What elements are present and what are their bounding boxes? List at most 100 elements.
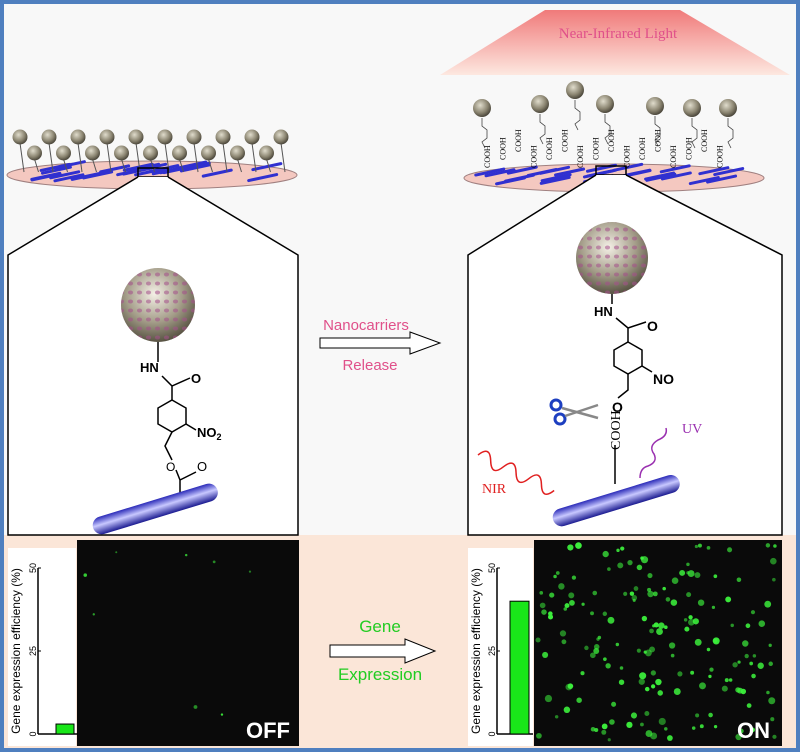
fluorescent-cell [663, 625, 668, 630]
fluorescent-cell [220, 713, 224, 716]
fluorescent-cell [730, 623, 734, 628]
fluorescent-cell [539, 602, 546, 609]
fluorescent-cell [728, 678, 733, 682]
y-tick-label: 25 [487, 646, 497, 656]
fluorescent-cell [727, 547, 733, 553]
nanocarrier [683, 99, 701, 117]
nanorod [612, 162, 644, 172]
fluorescent-cell [658, 717, 666, 726]
fluorescent-cell [694, 572, 701, 579]
fluorescent-cell [558, 583, 565, 590]
nanocarriers-released [473, 81, 737, 149]
nanorod [645, 172, 677, 182]
fluorescent-cell [647, 587, 652, 592]
fluorescent-cell [751, 673, 756, 679]
nanorod [179, 163, 211, 173]
fluorescent-cell [647, 590, 654, 598]
fluorescent-cell [686, 562, 690, 567]
fluorescent-cell [667, 735, 673, 741]
fluorescent-cell [712, 637, 720, 645]
nanorod [506, 165, 538, 175]
nanocarrier [273, 129, 289, 145]
cooh-group: COOH [576, 145, 585, 168]
fluorescent-cell [627, 559, 633, 566]
fluorescent-cell [115, 551, 118, 554]
cooh-group: COOH [514, 129, 523, 152]
fluorescent-cell [607, 616, 615, 624]
fluorescent-cell [593, 644, 600, 650]
caged-molecule-left: HN O NO2 O O [92, 268, 222, 535]
fluorescent-cell [548, 611, 553, 616]
fluorescent-cell [636, 564, 643, 571]
nanocarrier [99, 129, 115, 145]
expression-arrow [329, 638, 437, 664]
fluorescent-cell [770, 557, 777, 565]
linker-molecule [481, 118, 488, 149]
fluorescent-cell [732, 662, 738, 668]
fluorescent-cell [553, 574, 557, 579]
fluorescent-cell [575, 542, 582, 549]
fluorescent-cell [193, 705, 198, 709]
linker-molecule [604, 114, 611, 145]
fluorescent-cell [750, 610, 756, 615]
cooh-group: COOH [483, 145, 492, 168]
linker [193, 142, 199, 173]
hn-label: HN [140, 360, 159, 375]
cooh-group: COOH [669, 145, 678, 168]
fluorescent-cell [770, 717, 775, 722]
fluorescent-cell [564, 603, 570, 609]
fluorescent-cell [708, 712, 713, 718]
fluorescent-cell [590, 726, 596, 732]
nanocarrier [128, 129, 144, 145]
fluorescent-cell [773, 544, 777, 548]
cooh-group: COOH [716, 145, 725, 168]
fluorescent-cell [569, 600, 575, 606]
fluorescent-cell [601, 729, 607, 735]
fluorescent-cell [629, 591, 635, 596]
zoom-panel-right [467, 174, 783, 536]
fluorescent-cell [735, 733, 742, 741]
fluorescent-cell [738, 728, 744, 734]
nanocarrier [114, 145, 129, 161]
y-tick-label: 50 [28, 563, 38, 573]
cooh-group: COOH [700, 129, 709, 152]
nanorod [659, 164, 691, 174]
fluorescent-cell [607, 567, 611, 571]
nanorod [540, 173, 572, 183]
fluorescent-cell [83, 573, 87, 577]
fluorescent-cell [643, 650, 647, 654]
fluorescent-cell [711, 605, 716, 610]
linker [280, 142, 286, 173]
fluorescent-cell [673, 688, 681, 696]
fluorescent-cell [683, 618, 688, 622]
fluorescent-cell [602, 550, 609, 558]
bar [509, 600, 530, 735]
fluorescent-cell [653, 622, 659, 628]
fluorescent-cell [650, 670, 656, 676]
fluorescent-cell [567, 544, 574, 551]
fluorescent-cell [708, 674, 712, 679]
fluorescent-cell [549, 592, 555, 598]
fluorescent-cell [713, 725, 718, 729]
fluorescent-cell [580, 671, 585, 676]
fluorescent-cell [671, 577, 679, 585]
uv-label: UV [682, 422, 702, 437]
release-arrow [319, 331, 442, 355]
fluorescent-cell [633, 586, 639, 591]
fluorescent-cell [768, 643, 772, 647]
fluorescent-cell [655, 678, 662, 686]
cooh-group: COOH [530, 145, 539, 168]
nanorod [504, 173, 536, 183]
fluorescent-cell [650, 684, 656, 689]
ester-o-label: O [166, 460, 175, 474]
linker [121, 158, 126, 173]
linker [34, 158, 39, 173]
fluorescent-cell [772, 734, 777, 739]
fluorescent-cell [697, 543, 702, 548]
fluorescent-cell [611, 701, 617, 707]
y-tick-label: 25 [28, 646, 38, 656]
fluorescent-cell [768, 697, 776, 705]
fluorescent-cell [695, 713, 700, 718]
linker [63, 158, 68, 173]
fluorescent-cell [664, 727, 668, 731]
